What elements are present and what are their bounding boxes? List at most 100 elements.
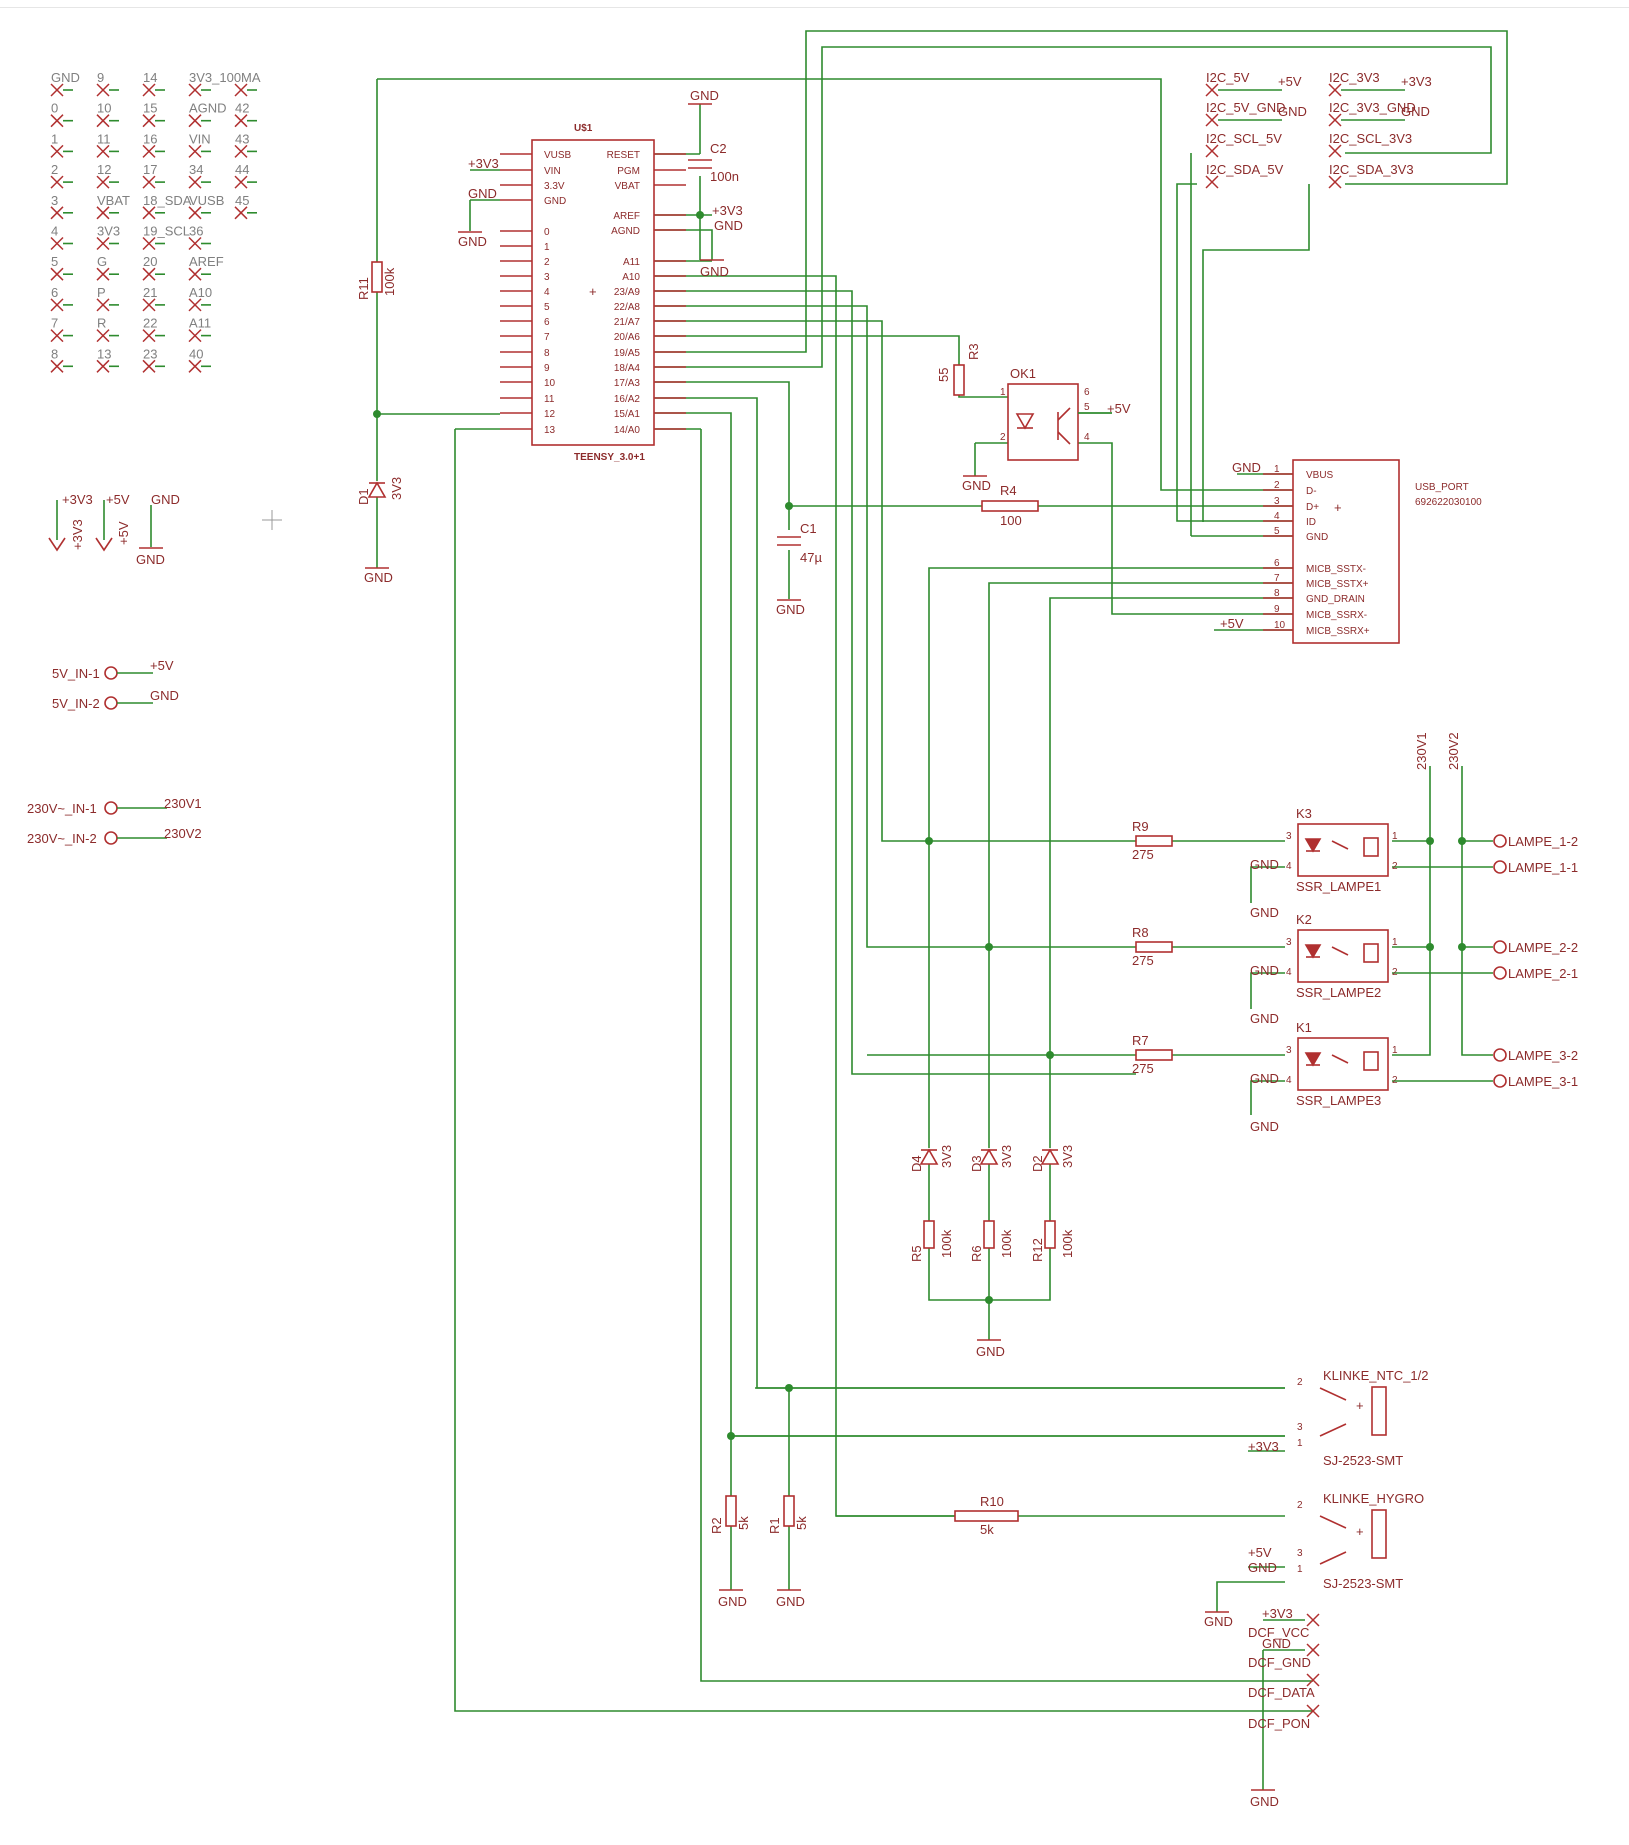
svg-text:R4: R4 xyxy=(1000,483,1017,498)
svg-text:+3V3: +3V3 xyxy=(62,492,93,507)
dcf-label: DCF_VCC xyxy=(1248,1625,1309,1640)
usb-pin-number: 3 xyxy=(1274,496,1280,507)
r3-resistor: 55 R3 xyxy=(936,343,981,396)
svg-text:4: 4 xyxy=(1084,432,1090,443)
teensy-right-pin: 16/A2 xyxy=(614,394,641,405)
svg-text:230V1: 230V1 xyxy=(164,796,202,811)
pin-label: 20 xyxy=(143,254,157,269)
svg-text:C2: C2 xyxy=(710,141,727,156)
teensy-right-pin: PGM xyxy=(617,166,640,177)
dcf-label: DCF_DATA xyxy=(1248,1685,1315,1700)
svg-text:R2: R2 xyxy=(709,1517,724,1534)
gnd-label: GND xyxy=(718,1594,747,1609)
svg-text:R8: R8 xyxy=(1132,925,1149,940)
lamp-terminal: LAMPE_2-2 xyxy=(1508,940,1578,955)
svg-text:275: 275 xyxy=(1132,1061,1154,1076)
usb-pin-label: GND xyxy=(1306,532,1328,543)
teensy-left-pin: VIN xyxy=(544,166,561,177)
svg-text:3: 3 xyxy=(1286,1045,1292,1056)
svg-text:U$1: U$1 xyxy=(574,123,593,134)
pin-label: 42 xyxy=(235,101,249,116)
pin-label: AGND xyxy=(189,101,227,116)
svg-text:R12: R12 xyxy=(1030,1238,1045,1262)
r4-resistor: R4 100 xyxy=(981,483,1039,528)
usb-pin-label: D+ xyxy=(1306,502,1319,513)
top-divider xyxy=(0,7,1629,8)
pin-label: 40 xyxy=(189,346,203,361)
usb-pin-label: ID xyxy=(1306,517,1316,528)
pin-label: VIN xyxy=(189,131,211,146)
gnd-label: GND xyxy=(776,1594,805,1609)
svg-text:+3V3: +3V3 xyxy=(1401,74,1432,89)
svg-text:1: 1 xyxy=(1000,387,1006,398)
svg-text:R5: R5 xyxy=(909,1245,924,1262)
usb-pin-label: MICB_SSTX+ xyxy=(1306,579,1369,590)
svg-text:2: 2 xyxy=(1392,967,1398,978)
r2-resistor: R2 5k xyxy=(709,1495,751,1534)
svg-text:+3V3: +3V3 xyxy=(712,203,743,218)
pin-label: 7 xyxy=(51,316,58,331)
gnd-label: GND xyxy=(458,234,487,249)
c1-capacitor: C1 47µ xyxy=(777,521,822,565)
svg-text:+5V: +5V xyxy=(1278,74,1302,89)
svg-text:K3: K3 xyxy=(1296,806,1312,821)
svg-text:230V~_IN-1: 230V~_IN-1 xyxy=(27,801,97,816)
svg-text:5k: 5k xyxy=(980,1522,994,1537)
pin-label: 15 xyxy=(143,101,157,116)
pin-label: 22 xyxy=(143,316,157,331)
usb-pin-number: 8 xyxy=(1274,588,1280,599)
pin-label: VUSB xyxy=(189,193,224,208)
teensy-right-pin: A10 xyxy=(622,272,640,283)
teensy-u1: U$1 TEENSY_3.0+1 VUSBVIN3.3VGND012345678… xyxy=(500,123,686,463)
teensy-left-pin: 9 xyxy=(544,363,550,374)
svg-text:SSR_LAMPE2: SSR_LAMPE2 xyxy=(1296,985,1381,1000)
svg-text:R9: R9 xyxy=(1132,819,1149,834)
svg-text:1: 1 xyxy=(1392,1045,1398,1056)
teensy-right-pin: 20/A6 xyxy=(614,332,641,343)
teensy-right-pin: 22/A8 xyxy=(614,302,641,313)
pin-label: VBAT xyxy=(97,193,130,208)
svg-text:GND: GND xyxy=(714,218,743,233)
pin-label: 18_SDA xyxy=(143,193,192,208)
svg-text:2: 2 xyxy=(1392,861,1398,872)
teensy-right-pin: 23/A9 xyxy=(614,287,641,298)
teensy-right-pin: 15/A1 xyxy=(614,409,641,420)
gnd-label: GND xyxy=(1250,1794,1279,1809)
svg-text:6: 6 xyxy=(1084,387,1090,398)
teensy-left-pin: VUSB xyxy=(544,150,572,161)
usb-pin-label: MICB_SSRX+ xyxy=(1306,626,1370,637)
svg-text:3: 3 xyxy=(1286,831,1292,842)
svg-text:D1: D1 xyxy=(356,488,371,505)
svg-text:5V_IN-1: 5V_IN-1 xyxy=(52,666,100,681)
pin-label: 21 xyxy=(143,285,157,300)
svg-text:SSR_LAMPE3: SSR_LAMPE3 xyxy=(1296,1093,1381,1108)
pin-label: 13 xyxy=(97,346,111,361)
svg-text:+5V: +5V xyxy=(1107,401,1131,416)
usb-port: USB_PORT 692622030100 + 1VBUS2D-3D+4ID5G… xyxy=(1220,459,1482,644)
svg-text:2: 2 xyxy=(1392,1075,1398,1086)
svg-text:D4: D4 xyxy=(909,1155,924,1172)
teensy-left-pin: 4 xyxy=(544,287,550,298)
svg-text:GND: GND xyxy=(1250,1071,1279,1086)
svg-text:TEENSY_3.0+1: TEENSY_3.0+1 xyxy=(574,452,645,463)
svg-text:+5V: +5V xyxy=(150,658,174,673)
lamp-terminal: LAMPE_3-2 xyxy=(1508,1048,1578,1063)
ok1-optocoupler: OK1 12 654 +5V xyxy=(1000,366,1131,461)
i2c-label: I2C_3V3_GND xyxy=(1329,100,1416,115)
gnd-label: GND xyxy=(1204,1614,1233,1629)
dcf-label: DCF_GND xyxy=(1248,1655,1311,1670)
gnd-label: GND xyxy=(690,88,719,103)
pin-label: 3V3_100MA xyxy=(189,70,261,85)
svg-text:R11: R11 xyxy=(356,277,371,300)
i2c-label: I2C_SDA_5V xyxy=(1206,162,1284,177)
teensy-left-pin: 2 xyxy=(544,257,550,268)
gnd-label: GND xyxy=(776,602,805,617)
wires xyxy=(376,30,1508,1790)
svg-text:SSR_LAMPE1: SSR_LAMPE1 xyxy=(1296,879,1381,894)
pin-label: AREF xyxy=(189,254,224,269)
teensy-right-pin: AREF xyxy=(613,211,640,222)
teensy-left-pin: 8 xyxy=(544,348,550,359)
usb-pin-number: 5 xyxy=(1274,526,1280,537)
power-inputs: 5V_IN-1 +5V 5V_IN-2 GND 230V~_IN-1 230V1… xyxy=(27,658,202,846)
